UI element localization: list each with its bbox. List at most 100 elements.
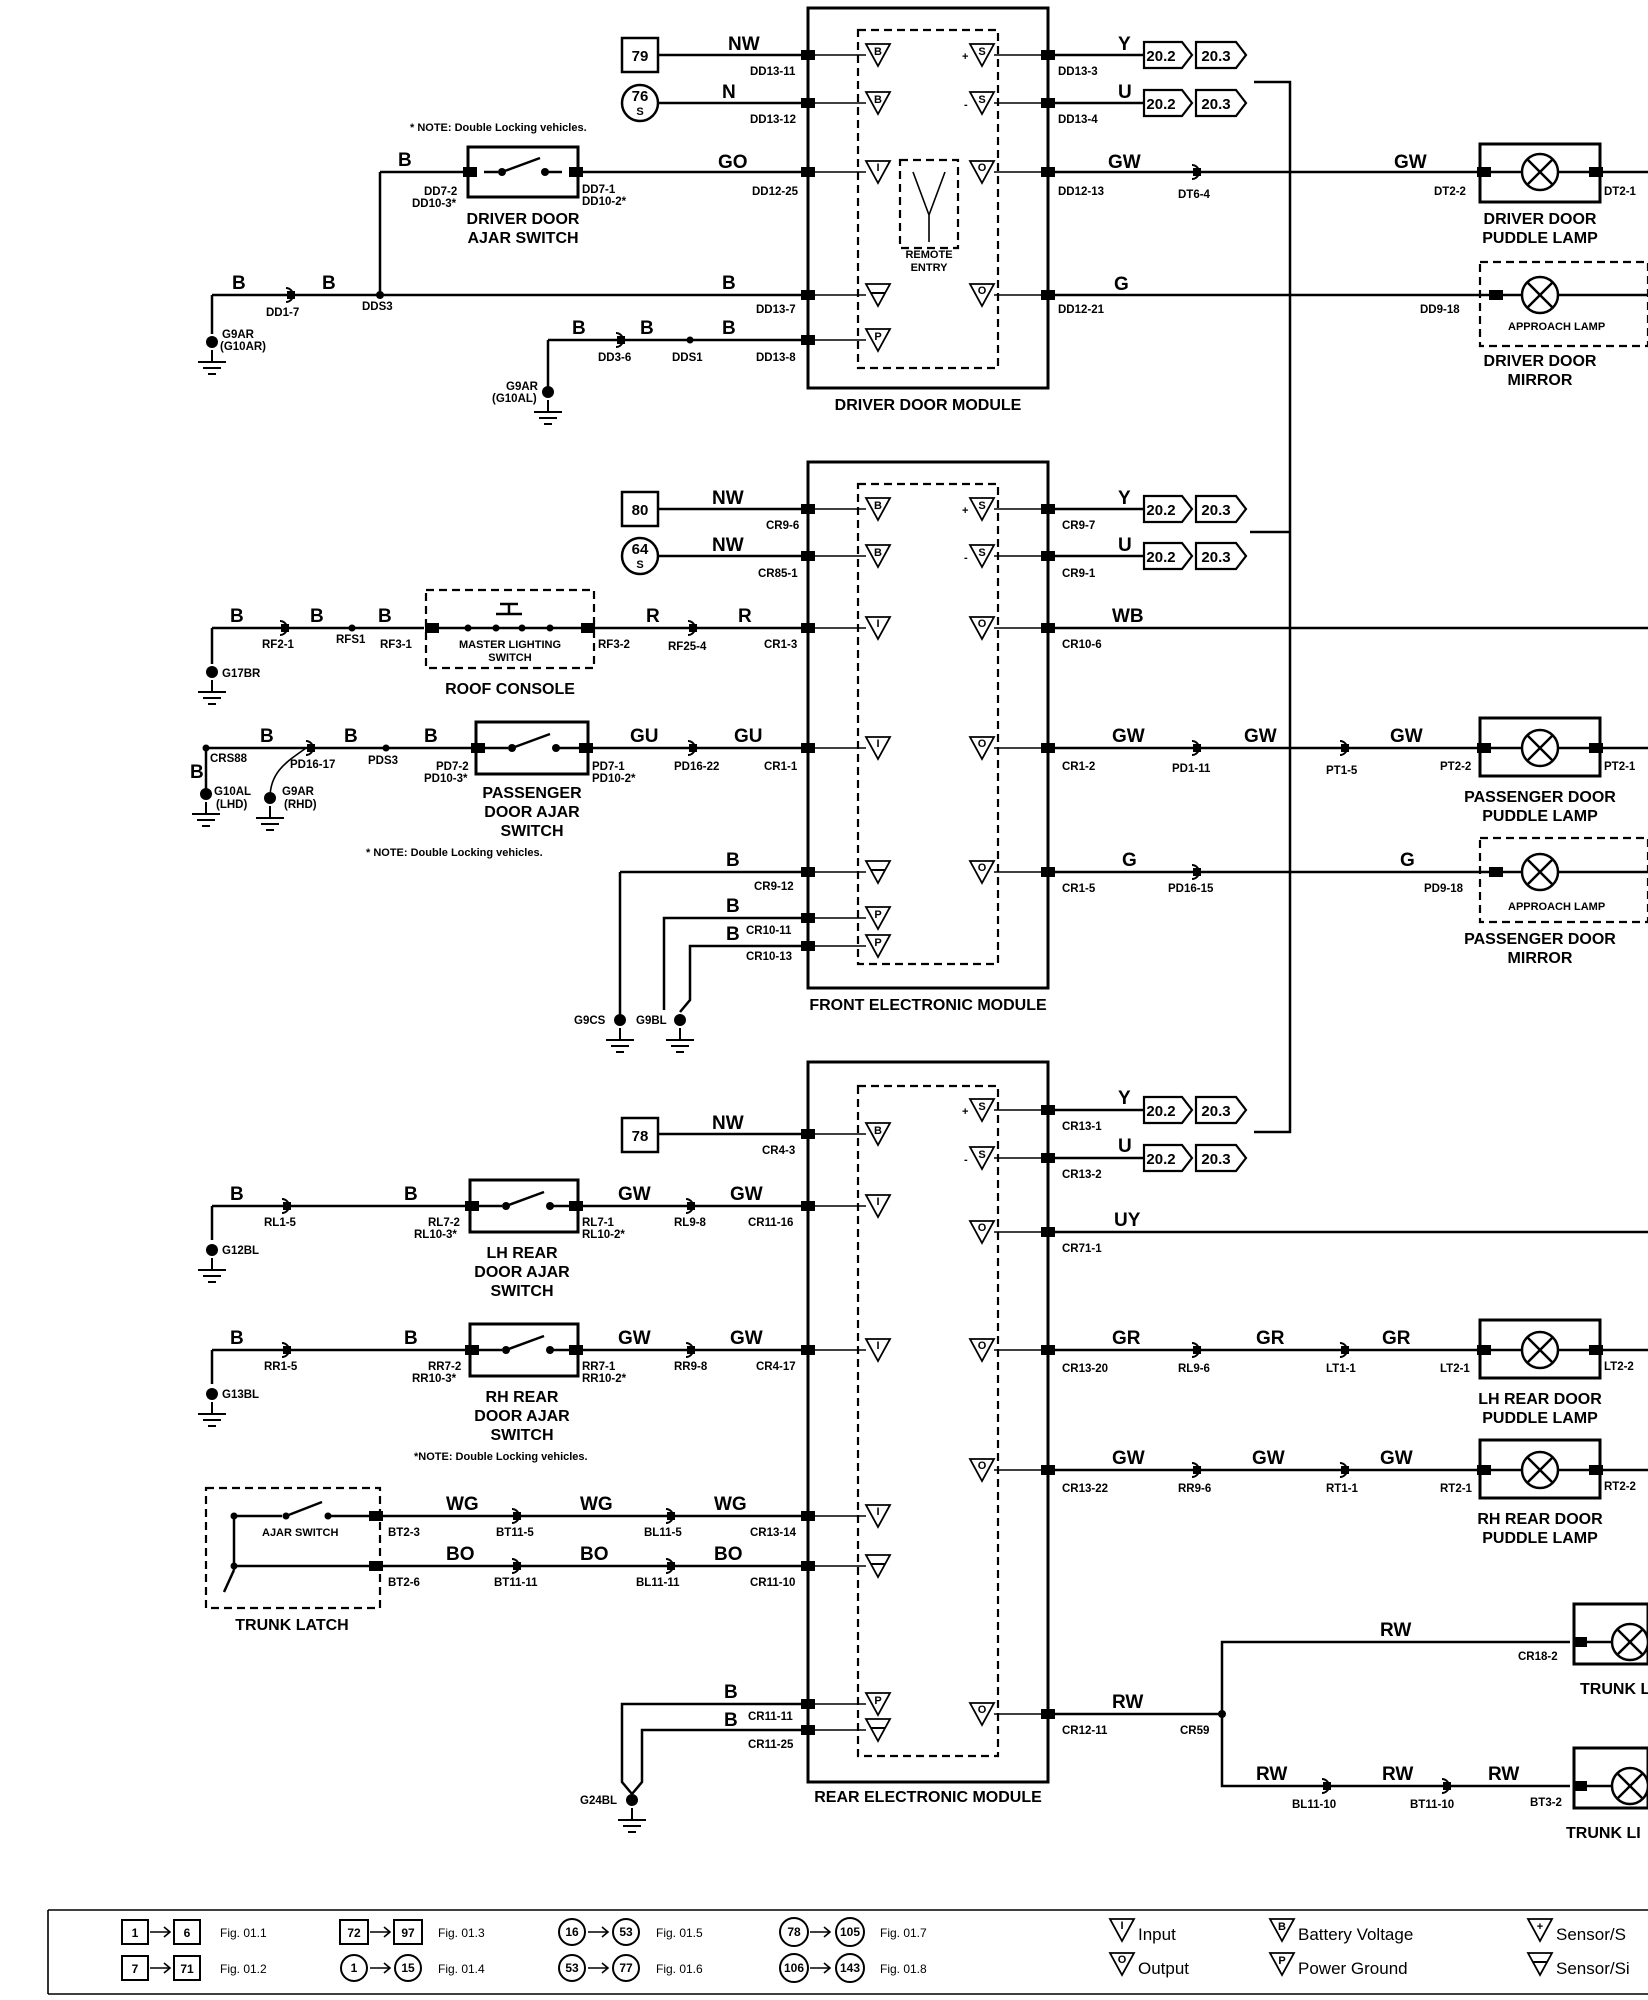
svg-text:AJAR SWITCH: AJAR SWITCH bbox=[262, 1527, 338, 1539]
svg-text:RT2-1: RT2-1 bbox=[1440, 1483, 1473, 1495]
svg-text:B: B bbox=[640, 318, 654, 339]
svg-text:NW: NW bbox=[712, 488, 744, 509]
svg-text:MIRROR: MIRROR bbox=[1508, 372, 1573, 389]
svg-text:CR1-1: CR1-1 bbox=[764, 761, 798, 773]
svg-text:RR10-3*: RR10-3* bbox=[412, 1373, 457, 1385]
svg-text:PT2-2: PT2-2 bbox=[1440, 761, 1471, 773]
svg-text:RR7-2: RR7-2 bbox=[428, 1361, 461, 1373]
svg-text:-: - bbox=[964, 1154, 968, 1166]
svg-text:B: B bbox=[398, 150, 412, 171]
svg-text:53: 53 bbox=[619, 1925, 633, 1939]
svg-text:GU: GU bbox=[630, 726, 659, 747]
ref-79: 79 bbox=[632, 48, 649, 65]
svg-text:RL10-2*: RL10-2* bbox=[582, 1229, 625, 1241]
svg-text:97: 97 bbox=[401, 1926, 415, 1940]
svg-text:CR1-5: CR1-5 bbox=[1062, 883, 1096, 895]
svg-text:G17BR: G17BR bbox=[222, 668, 261, 680]
svg-text:GR: GR bbox=[1112, 1328, 1141, 1349]
page-refs-fem: 20.2 20.3 20.2 20.3 bbox=[1142, 494, 1248, 571]
svg-text:DDS1: DDS1 bbox=[672, 352, 703, 364]
svg-text:71: 71 bbox=[180, 1962, 194, 1976]
svg-text:143: 143 bbox=[840, 1961, 860, 1975]
svg-text:DD10-3*: DD10-3* bbox=[412, 198, 457, 210]
svg-text:B: B bbox=[404, 1328, 418, 1349]
svg-text:Y: Y bbox=[1118, 1088, 1131, 1109]
svg-text:DT6-4: DT6-4 bbox=[1178, 189, 1211, 201]
svg-text:B: B bbox=[322, 273, 336, 294]
svg-text:DD3-6: DD3-6 bbox=[598, 352, 631, 364]
svg-text:CRS88: CRS88 bbox=[210, 753, 248, 765]
svg-text:BT3-2: BT3-2 bbox=[1530, 1797, 1562, 1809]
svg-text:GW: GW bbox=[730, 1184, 763, 1205]
svg-text:S: S bbox=[978, 1149, 985, 1161]
svg-text:GW: GW bbox=[1244, 726, 1277, 747]
svg-text:20.2: 20.2 bbox=[1146, 1103, 1175, 1120]
svg-text:Y: Y bbox=[1118, 34, 1131, 55]
svg-text:* NOTE: Double Locking vehicle: * NOTE: Double Locking vehicles. bbox=[366, 847, 543, 859]
svg-text:PASSENGER DOOR: PASSENGER DOOR bbox=[1464, 789, 1616, 806]
svg-text:B: B bbox=[404, 1184, 418, 1205]
svg-text:G9BL: G9BL bbox=[636, 1015, 667, 1027]
svg-text:BO: BO bbox=[714, 1544, 743, 1565]
svg-text:20.3: 20.3 bbox=[1201, 96, 1230, 113]
svg-text:PUDDLE LAMP: PUDDLE LAMP bbox=[1482, 1530, 1598, 1547]
svg-text:PD1-11: PD1-11 bbox=[1172, 763, 1211, 775]
svg-text:CR4-17: CR4-17 bbox=[756, 1361, 796, 1373]
svg-text:RFS1: RFS1 bbox=[336, 634, 366, 646]
svg-text:RH REAR: RH REAR bbox=[486, 1389, 559, 1406]
svg-text:U: U bbox=[1118, 1136, 1132, 1157]
svg-text:Fig. 01.1: Fig. 01.1 bbox=[220, 1926, 267, 1940]
svg-text:Fig. 01.6: Fig. 01.6 bbox=[656, 1962, 703, 1976]
svg-text:PUDDLE LAMP: PUDDLE LAMP bbox=[1482, 1410, 1598, 1427]
svg-text:DOOR AJAR: DOOR AJAR bbox=[484, 804, 580, 821]
svg-text:U: U bbox=[1118, 535, 1132, 556]
svg-text:SWITCH: SWITCH bbox=[490, 1283, 553, 1300]
svg-text:B: B bbox=[232, 273, 246, 294]
svg-text:APPROACH LAMP: APPROACH LAMP bbox=[1508, 901, 1605, 913]
svg-text:RW: RW bbox=[1382, 1764, 1413, 1785]
svg-text:Fig. 01.3: Fig. 01.3 bbox=[438, 1926, 485, 1940]
svg-text:16: 16 bbox=[565, 1925, 579, 1939]
svg-text:78: 78 bbox=[787, 1925, 801, 1939]
svg-text:CR10-13: CR10-13 bbox=[746, 951, 792, 963]
svg-text:PD16-15: PD16-15 bbox=[1168, 883, 1214, 895]
svg-text:I: I bbox=[876, 1340, 879, 1352]
svg-text:O: O bbox=[978, 1704, 987, 1716]
svg-text:B: B bbox=[874, 1125, 882, 1137]
svg-text:O: O bbox=[978, 1340, 987, 1352]
ddm-title: DRIVER DOOR MODULE bbox=[835, 397, 1022, 414]
svg-text:PUDDLE LAMP: PUDDLE LAMP bbox=[1482, 808, 1598, 825]
svg-text:DD13-12: DD13-12 bbox=[750, 114, 796, 126]
svg-text:G: G bbox=[1114, 274, 1129, 295]
svg-text:O: O bbox=[978, 618, 987, 630]
svg-text:PASSENGER: PASSENGER bbox=[482, 785, 582, 802]
svg-text:CR59: CR59 bbox=[1180, 1725, 1209, 1737]
svg-text:GR: GR bbox=[1256, 1328, 1285, 1349]
svg-text:Sensor/S: Sensor/S bbox=[1556, 1925, 1626, 1944]
svg-text:G10AL: G10AL bbox=[214, 786, 251, 798]
svg-text:B: B bbox=[722, 318, 736, 339]
svg-text:CR13-1: CR13-1 bbox=[1062, 1121, 1102, 1133]
svg-text:TRUNK LI: TRUNK LI bbox=[1566, 1825, 1641, 1842]
svg-text:LT1-1: LT1-1 bbox=[1326, 1363, 1356, 1375]
svg-text:DD10-2*: DD10-2* bbox=[582, 196, 627, 208]
svg-text:I: I bbox=[876, 1506, 879, 1518]
svg-text:B: B bbox=[310, 606, 324, 627]
svg-text:B: B bbox=[724, 1710, 738, 1731]
svg-text:B: B bbox=[724, 1682, 738, 1703]
legend: 1 6 Fig. 01.1 7 71 Fig. 01.2 72 97 Fig. … bbox=[47, 1909, 1648, 1995]
svg-text:TRUNK LATCH: TRUNK LATCH bbox=[235, 1617, 348, 1634]
svg-text:* NOTE: Double Locking vehicle: * NOTE: Double Locking vehicles. bbox=[410, 122, 587, 134]
svg-text:BT2-3: BT2-3 bbox=[388, 1527, 420, 1539]
svg-text:I: I bbox=[876, 1196, 879, 1208]
svg-text:WB: WB bbox=[1112, 606, 1144, 627]
svg-text:B: B bbox=[378, 606, 392, 627]
svg-text:RW: RW bbox=[1256, 1764, 1287, 1785]
svg-text:WG: WG bbox=[714, 1494, 747, 1515]
svg-text:20.3: 20.3 bbox=[1201, 48, 1230, 65]
svg-text:R: R bbox=[738, 606, 752, 627]
svg-text:PD10-3*: PD10-3* bbox=[424, 773, 468, 785]
svg-text:DD12-21: DD12-21 bbox=[1058, 304, 1105, 316]
svg-text:CR4-3: CR4-3 bbox=[762, 1145, 795, 1157]
